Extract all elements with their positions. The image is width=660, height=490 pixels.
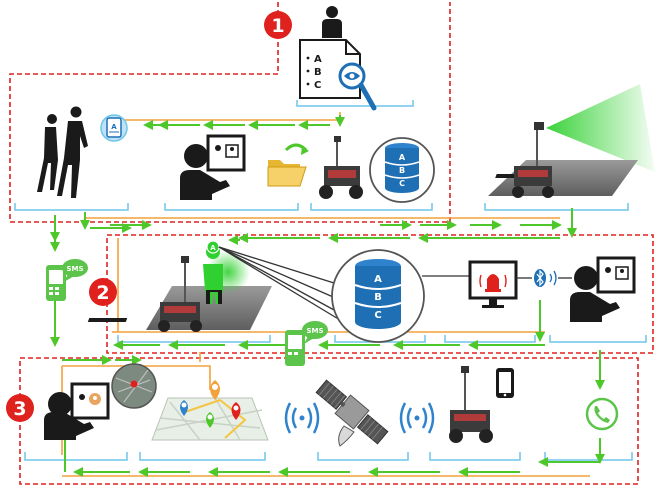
monitor-alarm-icon xyxy=(468,260,518,308)
section-badge-3: 3 xyxy=(6,394,34,422)
detected-person-letter: A xyxy=(210,244,216,252)
map-pin-red xyxy=(231,402,241,420)
db1-letter-b: B xyxy=(399,166,405,175)
wifi-signal-icon xyxy=(284,402,320,434)
person-detection-scene: A xyxy=(87,240,272,332)
camera-robot-icon xyxy=(488,84,655,198)
doc-letter-c: C xyxy=(314,80,321,91)
smartphone-icon xyxy=(496,368,514,398)
section-badge-2: 2 xyxy=(89,278,117,306)
db2-letter-b: B xyxy=(374,292,382,303)
map-pin-orange xyxy=(210,380,220,400)
operator-monitor-icon-2 xyxy=(570,256,636,322)
robot-icon xyxy=(319,136,363,199)
map-pin-blue xyxy=(180,400,188,416)
db2-letter-a: A xyxy=(374,274,382,285)
person-icon xyxy=(322,6,342,38)
database-icon: A B C xyxy=(369,137,435,203)
sms-label-2: SMS xyxy=(306,327,323,335)
satellite-icon xyxy=(315,379,389,447)
robot-icon-2 xyxy=(449,366,493,443)
doc-letter-a: A xyxy=(314,54,322,65)
sms-phone-icon: SMS xyxy=(46,259,88,301)
operator-monitor-icon xyxy=(180,134,246,200)
walking-people-icon xyxy=(37,106,88,198)
wifi-signal-icon-2 xyxy=(399,402,435,434)
db2-letter-c: C xyxy=(374,310,381,321)
db1-letter-a: A xyxy=(399,153,406,162)
bluetooth-icon xyxy=(516,269,572,287)
sms-phone-icon-2: SMS xyxy=(285,321,328,366)
map-pins-icon xyxy=(111,363,269,441)
section-number-3: 3 xyxy=(13,398,26,420)
map-pin-green xyxy=(206,412,214,428)
id-card-letter: A xyxy=(111,123,117,131)
section-1-border xyxy=(9,2,451,223)
db1-letter-c: C xyxy=(399,179,405,188)
section-badge-1: 1 xyxy=(264,11,292,39)
doc-letter-b: B xyxy=(314,67,322,78)
database-icon-large: A B C xyxy=(331,249,470,343)
orange-flow-lines xyxy=(61,112,590,477)
operator-map-icon xyxy=(44,382,110,440)
sms-label-1: SMS xyxy=(66,265,83,273)
recognition-lines xyxy=(218,246,351,327)
id-card-icon: A xyxy=(100,114,128,142)
section-number-1: 1 xyxy=(271,15,284,37)
section-number-2: 2 xyxy=(96,282,109,304)
folder-icon xyxy=(267,143,309,187)
call-icon xyxy=(585,397,619,431)
section-3-border xyxy=(19,357,639,485)
magnifier-icon xyxy=(338,62,377,111)
